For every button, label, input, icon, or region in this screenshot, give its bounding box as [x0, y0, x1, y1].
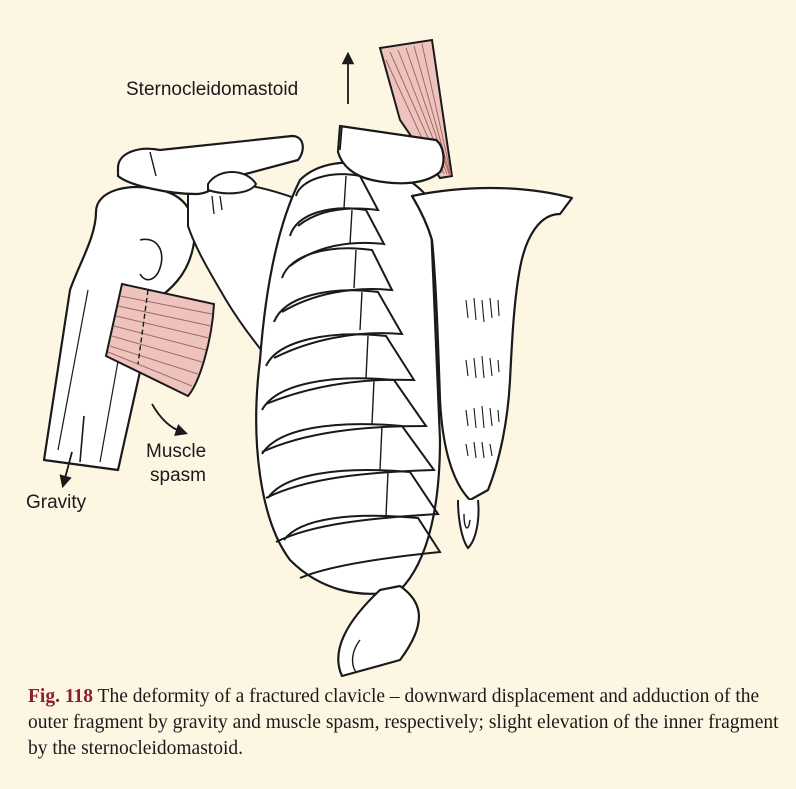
rib-cage: [256, 163, 440, 594]
clavicle-outer-fragment: [118, 136, 303, 194]
muscle-spasm-arrow: [152, 404, 182, 432]
figure-caption: Fig. 118 The deformity of a fractured cl…: [28, 684, 788, 762]
label-sternocleidomastoid: Sternocleidomastoid: [126, 78, 298, 102]
label-muscle: Muscle: [146, 440, 206, 464]
label-gravity: Gravity: [26, 491, 86, 515]
figure-number: Fig. 118: [28, 686, 93, 707]
label-spasm: spasm: [150, 464, 206, 488]
caption-text: The deformity of a fractured clavicle – …: [28, 686, 779, 759]
shoulder-anatomy-illustration: [0, 0, 796, 680]
lower-rib-extension: [338, 586, 419, 676]
